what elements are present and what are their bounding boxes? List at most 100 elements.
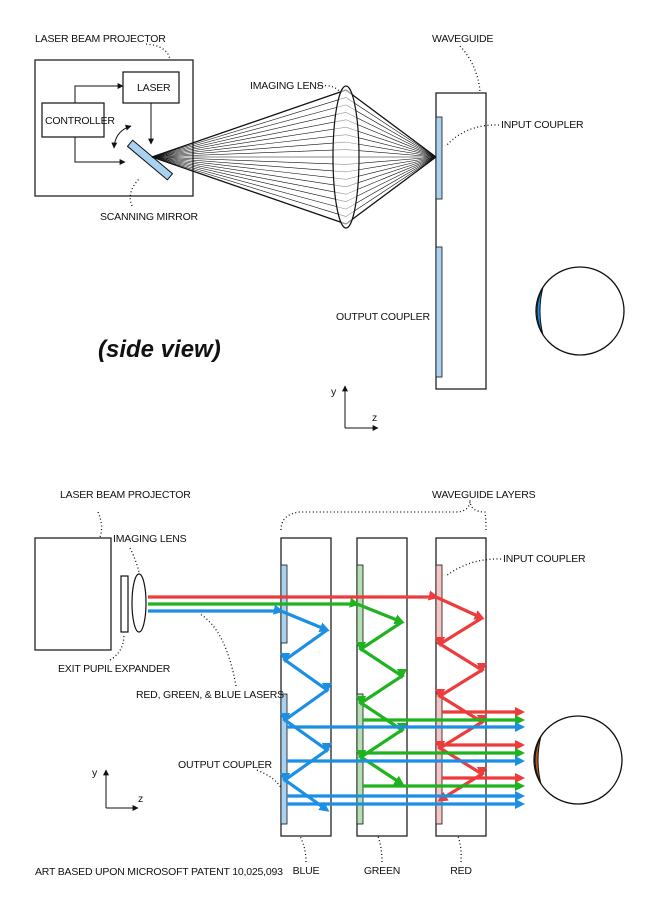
beam-ray <box>151 156 347 210</box>
red-incoming-beam <box>148 590 485 620</box>
waveguide-layer-green <box>356 537 408 837</box>
beam-fan-right <box>345 89 437 225</box>
label-controller: CONTROLLER <box>45 115 115 127</box>
beam-ray <box>345 97 437 158</box>
beam-ray <box>345 89 437 158</box>
input-coupler-red <box>435 564 443 644</box>
beam-ray <box>151 156 347 188</box>
green-zigzag <box>355 620 408 786</box>
beam-ray <box>151 156 347 180</box>
axis-y-label-bottom: y <box>92 767 98 779</box>
waveguide-layers-brace <box>280 499 487 531</box>
label-waveguide: WAVEGUIDE <box>432 33 493 45</box>
beam-ray <box>345 134 437 158</box>
axis-z-label-top: z <box>372 412 377 424</box>
eye-bottom-iris <box>534 735 542 785</box>
top-diagram: LASER BEAM PROJECTOR LASER CONTROLLER SC… <box>34 33 625 431</box>
beam-ray <box>151 156 347 165</box>
leader-waveguide <box>459 45 481 93</box>
beam-ray <box>151 119 347 158</box>
beam-ray <box>151 149 347 158</box>
mirror-rotation-arrow <box>111 124 132 149</box>
beam-ray <box>345 112 437 158</box>
side-view-label: (side view) <box>98 336 221 363</box>
beam-ray <box>345 156 437 165</box>
beam-ray <box>345 156 437 202</box>
beam-ray <box>345 156 437 173</box>
label-layer-red: RED <box>450 865 472 877</box>
eye-bottom <box>533 715 623 805</box>
beam-ray <box>151 156 347 173</box>
beam-ray <box>151 156 347 202</box>
beam-ray <box>151 156 347 217</box>
label-layer-green: GREEN <box>364 865 400 877</box>
laser-rays <box>148 590 526 812</box>
label-waveguide-layers: WAVEGUIDE LAYERS <box>432 489 536 501</box>
leader-rgb-lasers <box>199 613 237 687</box>
leader-scanning-mirror <box>129 177 141 207</box>
credit-text: ART BASED UPON MICROSOFT PATENT 10,025,0… <box>35 866 283 878</box>
label-input-coupler-top: INPUT COUPLER <box>501 119 584 131</box>
label-output-coupler-bottom: OUTPUT COUPLER <box>178 759 272 771</box>
green-incoming-beam <box>148 597 405 625</box>
blue-incoming-beam <box>148 604 330 632</box>
leader-projector-top <box>145 43 171 61</box>
label-laser-beam-projector-bottom: LASER BEAM PROJECTOR <box>60 489 191 501</box>
beam-fan-left <box>151 89 347 225</box>
waveguide-layer-red <box>435 537 487 837</box>
label-layer-blue: BLUE <box>293 865 320 877</box>
beam-ray <box>345 156 437 217</box>
beam-ray <box>345 156 437 225</box>
imaging-lens-top <box>332 85 360 229</box>
leader-exit-pupil-expander <box>109 633 125 661</box>
eye-top-iris <box>536 286 544 336</box>
beam-ray <box>151 126 347 158</box>
label-imaging-lens-top: IMAGING LENS <box>250 80 324 92</box>
beam-ray <box>151 156 347 225</box>
beam-ray <box>151 104 347 158</box>
beam-ray <box>345 149 437 158</box>
beam-ray <box>151 97 347 158</box>
beam-ray <box>151 89 347 158</box>
controller-to-mirror <box>74 137 126 165</box>
output-coupler-top <box>435 246 443 378</box>
label-input-coupler-bottom: INPUT COUPLER <box>503 553 586 565</box>
beam-ray <box>345 156 437 180</box>
axis-y-label-top: y <box>331 386 337 398</box>
leader-layer-blue <box>299 835 307 863</box>
leader-projector-bottom <box>97 511 103 538</box>
projector-box-bottom <box>34 537 112 651</box>
bottom-diagram: LASER BEAM PROJECTOR IMAGING LENS EXIT P… <box>34 489 623 878</box>
beam-ray <box>345 119 437 158</box>
label-exit-pupil-expander: EXIT PUPIL EXPANDER <box>58 663 171 675</box>
label-laser-beam-projector-top: LASER BEAM PROJECTOR <box>35 33 166 45</box>
beam-ray <box>151 134 347 158</box>
leader-layer-green <box>377 835 383 863</box>
leader-output-coupler-bottom <box>256 769 282 789</box>
controller-to-laser <box>74 83 124 103</box>
label-rgb-lasers: RED, GREEN, & BLUE LASERS <box>136 689 284 701</box>
controller-box <box>41 102 105 138</box>
label-imaging-lens-bottom: IMAGING LENS <box>113 533 187 545</box>
beam-ray <box>345 156 437 210</box>
output-coupler-blue <box>280 693 288 825</box>
leader-imaging-lens-bottom <box>129 547 140 573</box>
exit-pupil-expander <box>120 575 129 633</box>
label-laser: LASER <box>137 82 171 94</box>
beam-ray <box>345 141 437 158</box>
beam-ray <box>345 126 437 158</box>
red-zigzag <box>434 616 488 802</box>
leader-layer-red <box>457 835 462 863</box>
eye-top <box>535 266 625 356</box>
beam-ray <box>151 112 347 158</box>
imaging-lens-bottom <box>131 573 147 633</box>
blue-zigzag <box>279 628 333 812</box>
beam-ray <box>345 156 437 188</box>
laser-box <box>122 71 180 104</box>
axis-z-label-bottom: z <box>138 793 143 805</box>
waveguide-top <box>435 92 487 390</box>
beam-ray <box>345 156 437 195</box>
beam-ray <box>151 141 347 158</box>
